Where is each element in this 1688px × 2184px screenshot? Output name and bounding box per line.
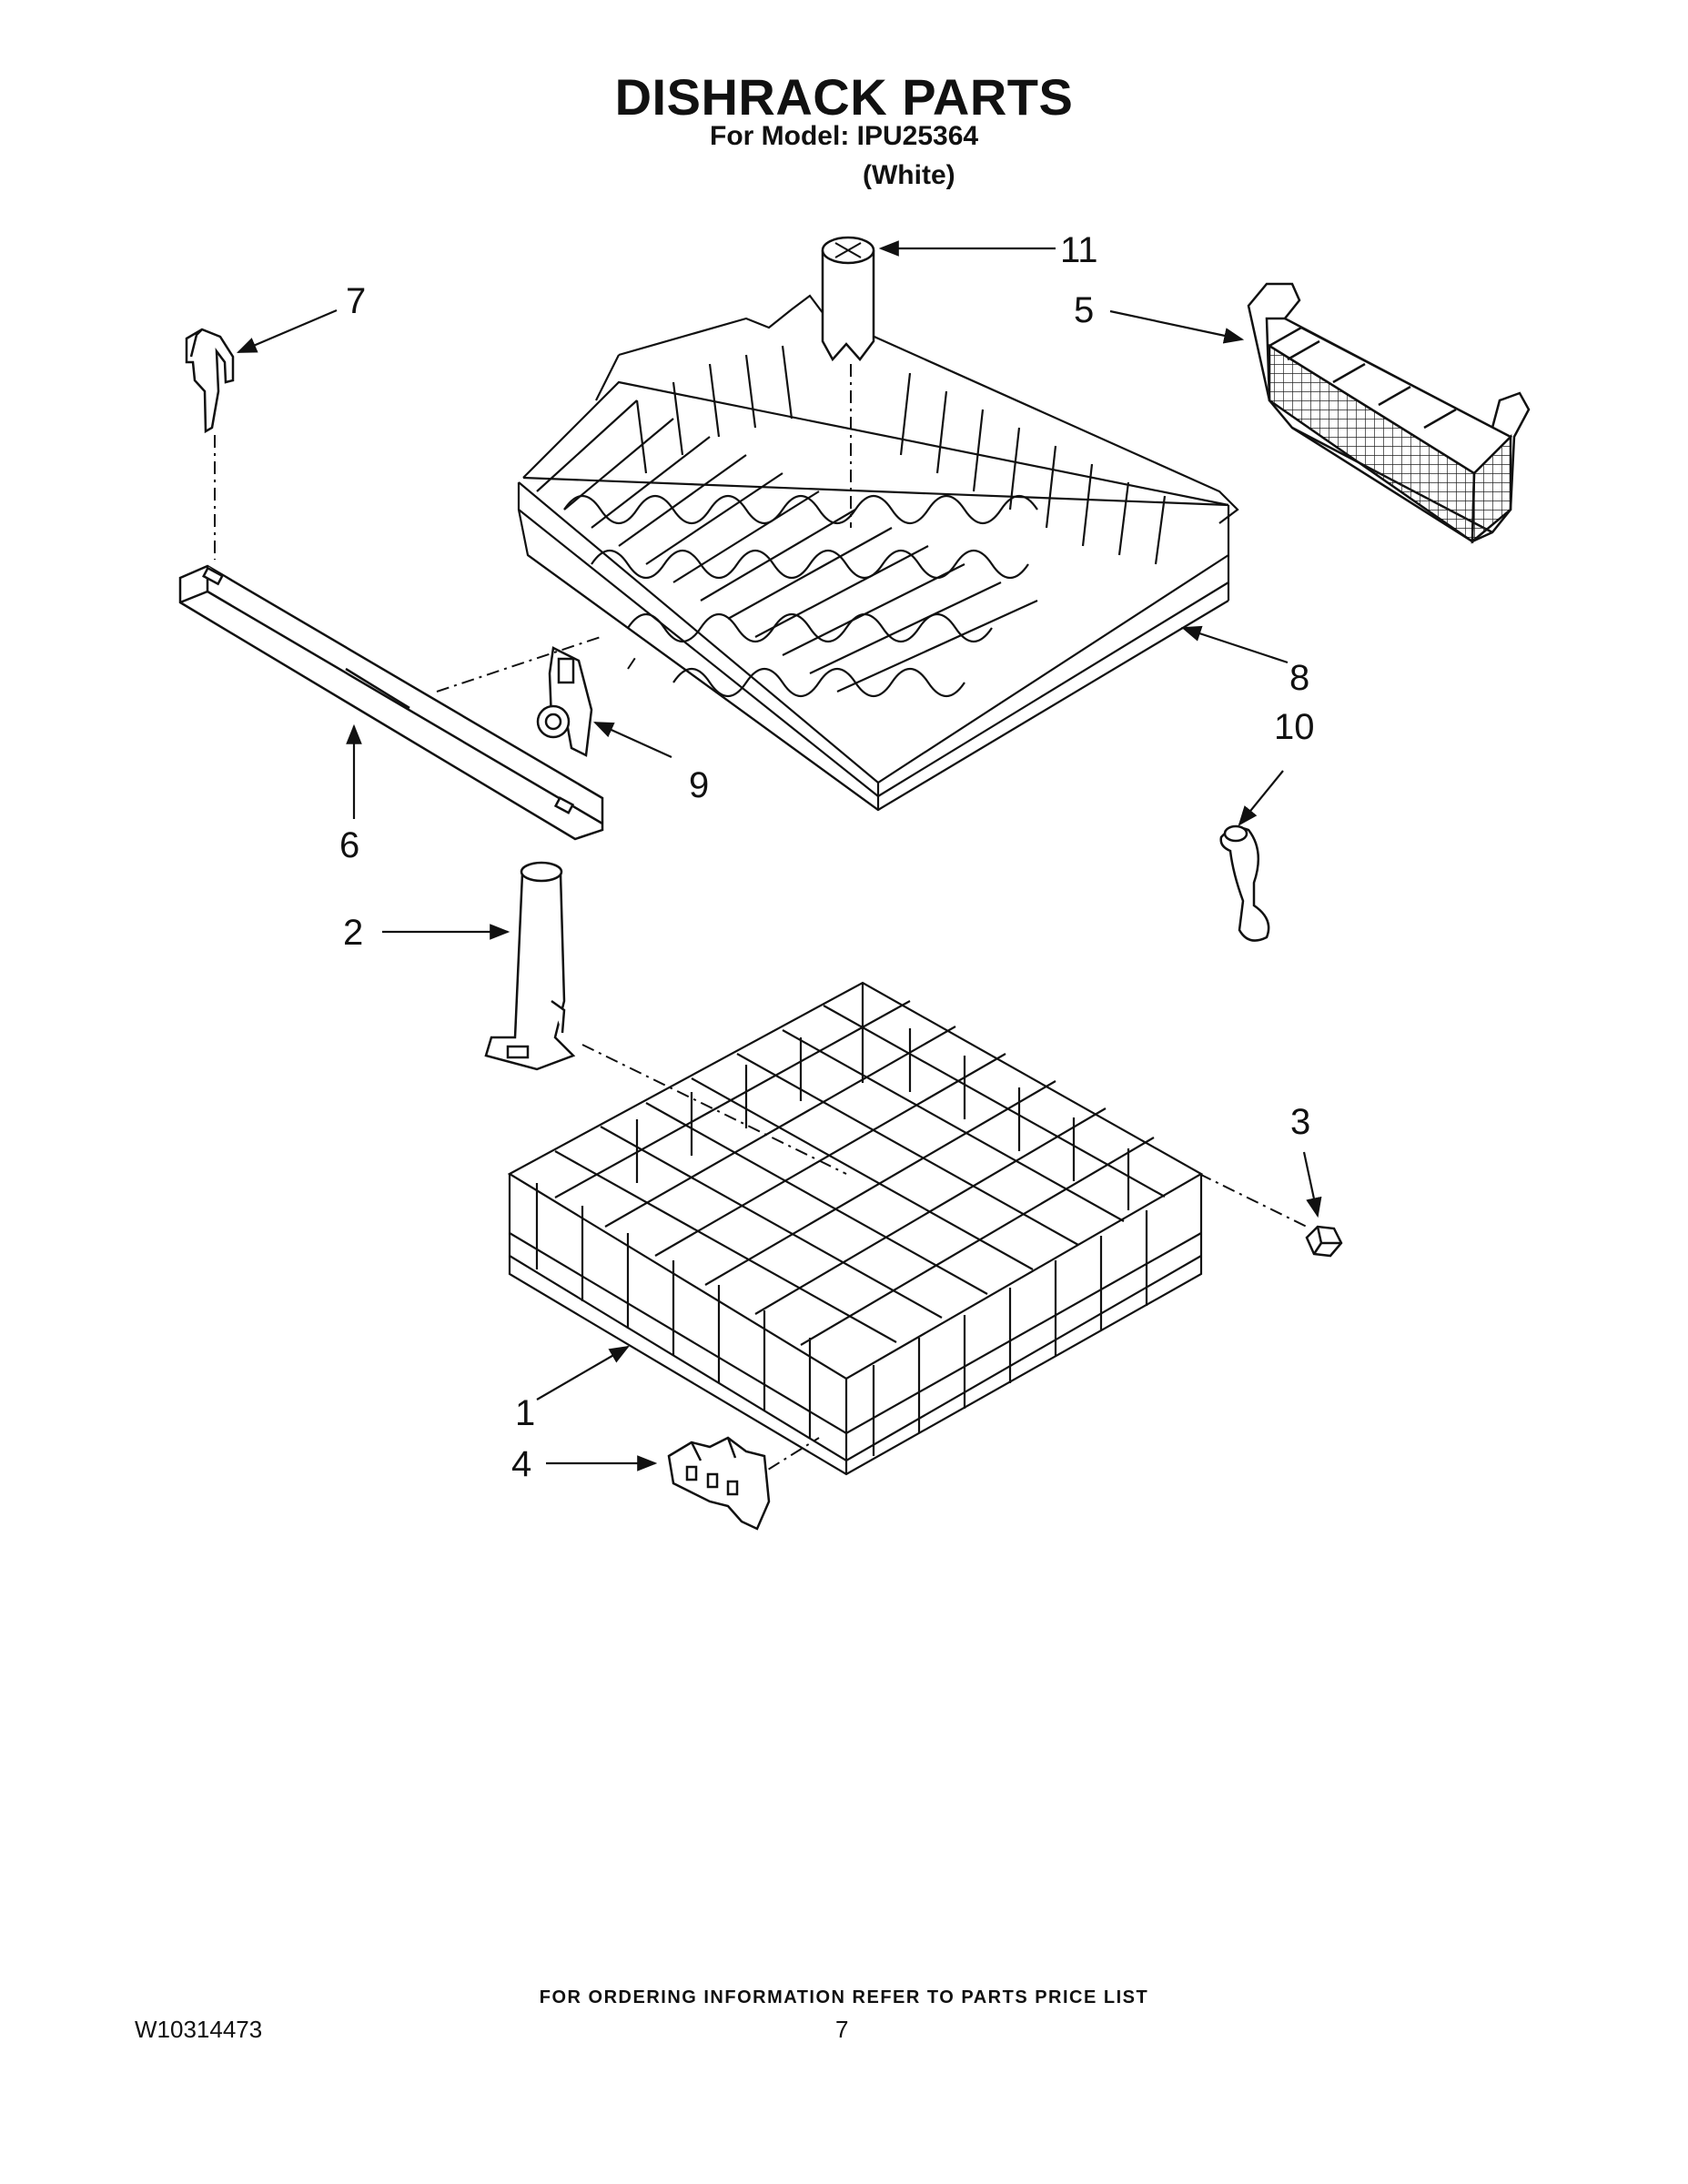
- part-4-rack-clip: [667, 1436, 771, 1531]
- callout-9: 9: [689, 765, 709, 805]
- page-title: DISHRACK PARTS: [614, 68, 1074, 126]
- page-number: 7: [835, 2016, 849, 2043]
- callout-6: 6: [339, 825, 359, 865]
- color-variant: (White): [863, 160, 955, 190]
- part-5-silverware-basket: [1247, 282, 1531, 544]
- document-number: W10314473: [135, 2016, 263, 2043]
- dashed-guide-6-9: [436, 636, 638, 693]
- part-8-upper-rack: [517, 294, 1239, 812]
- callout-1: 1: [515, 1393, 535, 1433]
- callout-labels: 1 2 3 4 5 6 7 8 9 10 11: [339, 230, 1315, 1484]
- dashed-guide-3: [1198, 1173, 1311, 1229]
- model-line: For Model: IPU25364: [710, 121, 979, 151]
- callout-7: 7: [346, 281, 366, 321]
- part-9-rack-adjuster: [536, 646, 593, 757]
- callout-4: 4: [511, 1444, 531, 1484]
- part-3-knob: [1305, 1225, 1343, 1258]
- part-10-clip-assembly: [1219, 824, 1270, 942]
- callout-5: 5: [1074, 290, 1094, 330]
- part-11-upper-tube: [821, 236, 875, 362]
- part-7-clip: [185, 328, 235, 434]
- part-1-lower-rack: [507, 981, 1204, 1476]
- leader-arrows: [236, 240, 1322, 1471]
- callout-8: 8: [1289, 658, 1309, 698]
- callout-2: 2: [343, 913, 363, 953]
- callout-10: 10: [1274, 707, 1315, 747]
- dashed-guide-4: [745, 1437, 820, 1484]
- part-6-rail: [178, 564, 604, 841]
- ordering-note: FOR ORDERING INFORMATION REFER TO PARTS …: [539, 1987, 1149, 2007]
- callout-11: 11: [1060, 230, 1098, 270]
- dashed-guide-2: [581, 1044, 847, 1175]
- callout-3: 3: [1290, 1102, 1310, 1142]
- part-2-lower-tube: [484, 861, 576, 1071]
